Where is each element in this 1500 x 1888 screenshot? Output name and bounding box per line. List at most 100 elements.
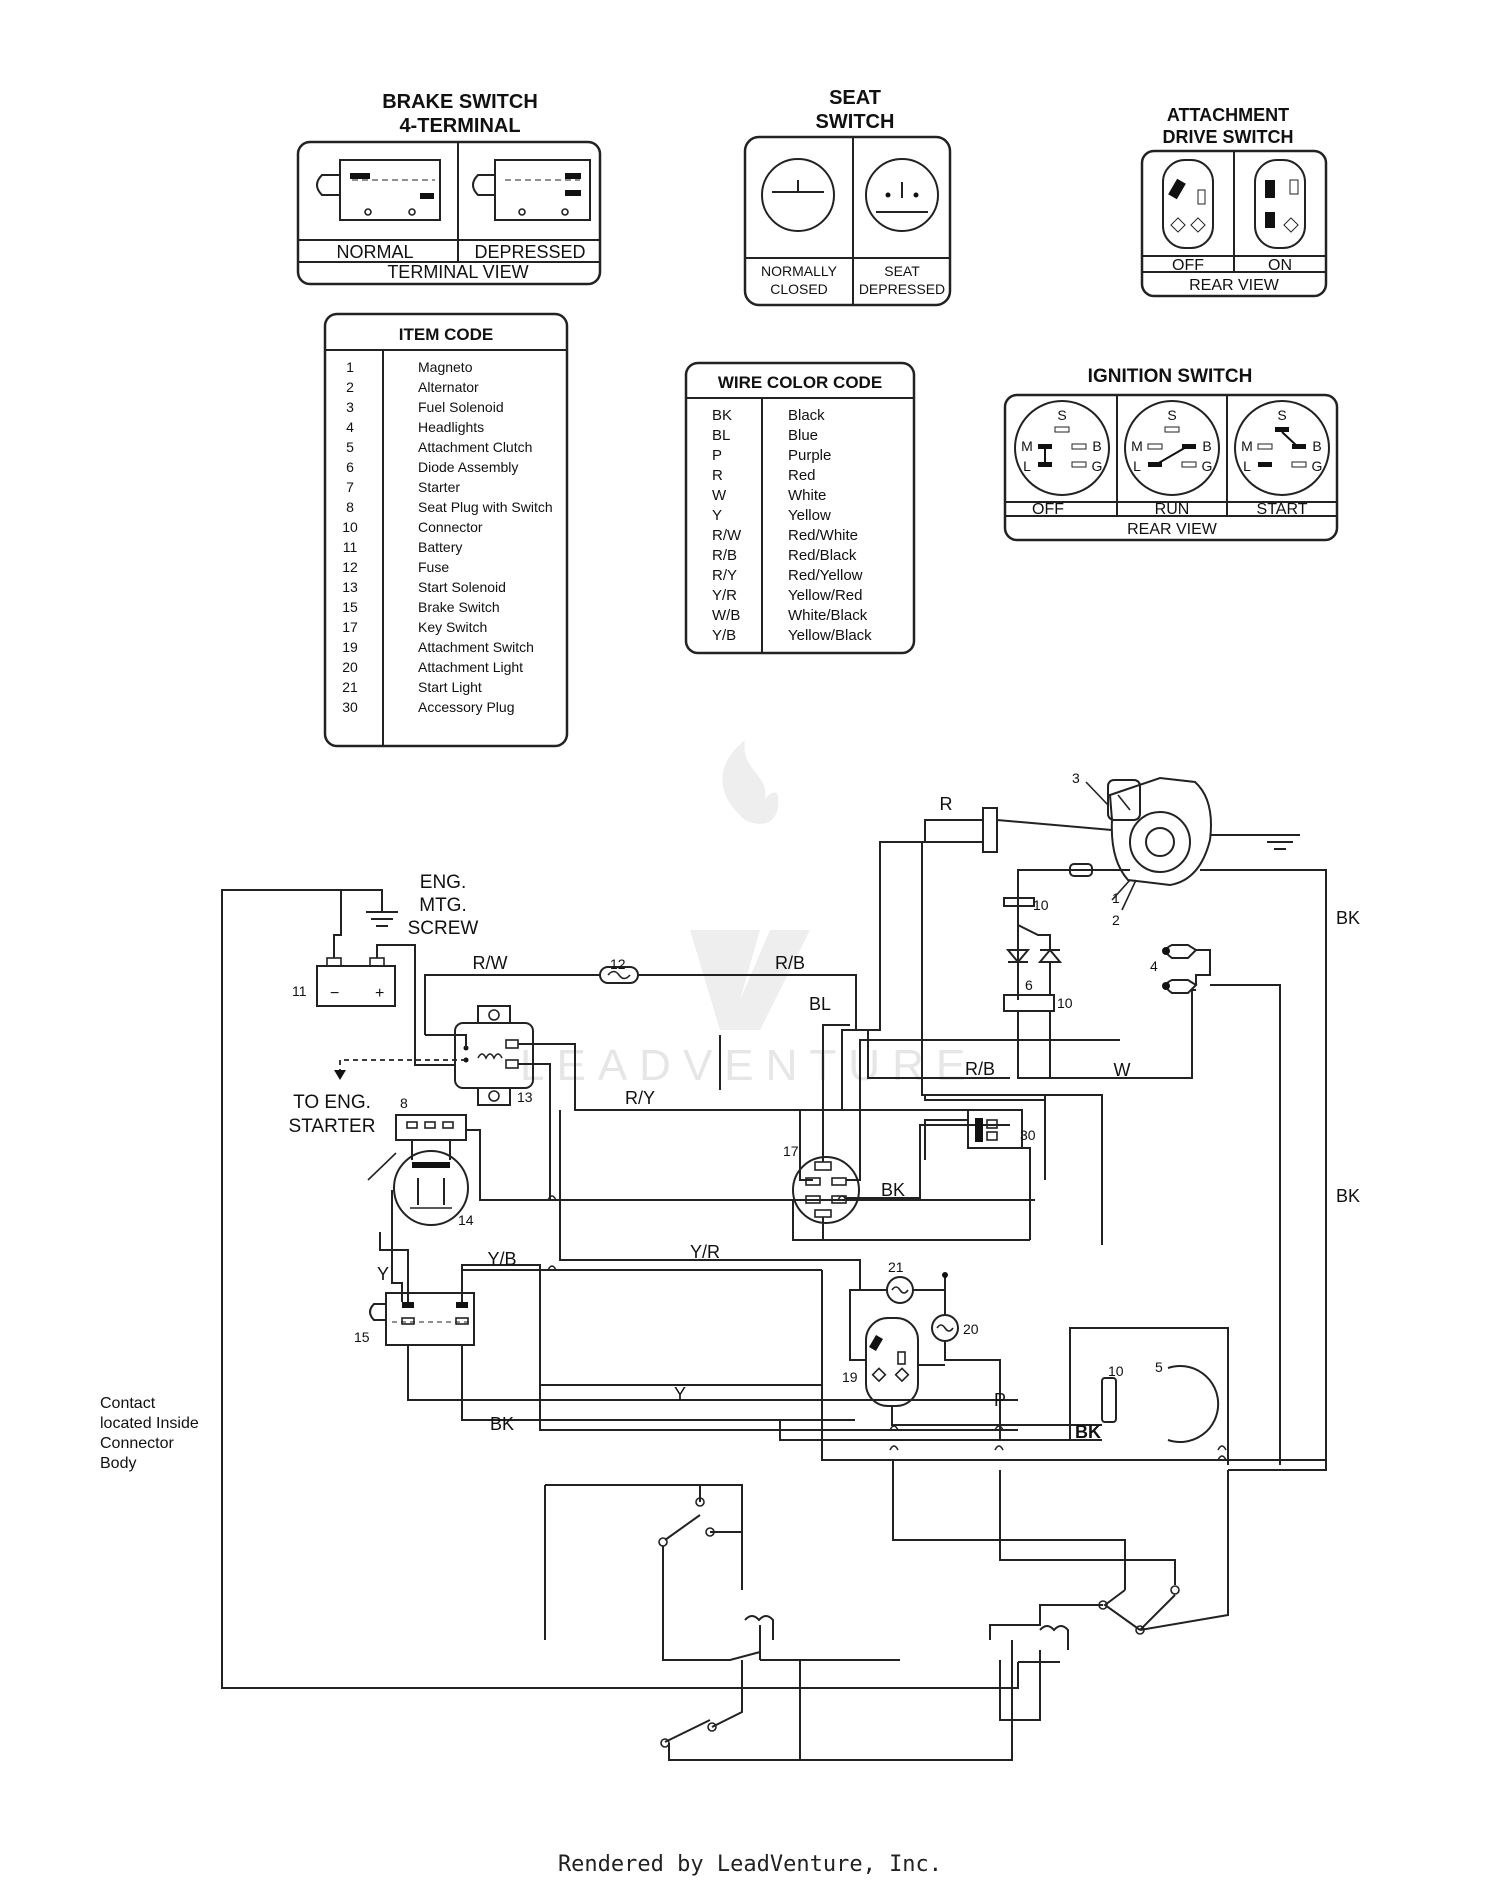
svg-text:L: L: [1243, 458, 1251, 474]
item-code-number: 30: [342, 699, 358, 715]
svg-text:M: M: [1241, 438, 1253, 454]
item-code-name: Magneto: [418, 359, 473, 375]
item-code-name: Start Solenoid: [418, 579, 506, 595]
footer-credit: Rendered by LeadVenture, Inc.: [557, 1852, 943, 1877]
seat-switch-title: SEAT: [829, 87, 881, 109]
item-code-name: Brake Switch: [418, 599, 500, 615]
item-code-number: 11: [343, 539, 358, 555]
item-code-name: Attachment Switch: [418, 639, 534, 655]
brake-switch: [369, 1292, 475, 1346]
attachment-drive-switch-panel: ATTACHMENT DRIVE SWITCH OFF ON REAR VIEW: [1140, 105, 1328, 298]
start-solenoid: [454, 1005, 534, 1106]
wire-color-abbrev: R: [712, 467, 723, 484]
start-light: [886, 1276, 914, 1304]
item-code-number: 19: [342, 639, 358, 655]
wire-color-name: Red/Black: [788, 547, 857, 564]
engine-ground-symbol: [1260, 834, 1300, 850]
wire-color-name: Yellow: [788, 507, 831, 524]
attach-state-off: OFF: [1172, 257, 1204, 274]
item-code-number: 3: [346, 399, 354, 415]
contact-note-1: Contact: [100, 1395, 156, 1412]
item-code-number: 17: [342, 619, 358, 635]
wire-color-name: Black: [788, 407, 825, 424]
brake-switch-subtitle: 4-TERMINAL: [399, 115, 520, 137]
wire-label-bk-bottom: BK: [490, 1414, 514, 1434]
callout-3: 3: [1072, 770, 1080, 786]
item-code-number: 13: [342, 579, 358, 595]
item-code-number: 5: [346, 439, 354, 455]
callout-6: 6: [1025, 977, 1033, 993]
attach-state-on: ON: [1268, 257, 1292, 274]
wire-color-name: Yellow/Red: [788, 587, 863, 604]
item-code-number: 1: [346, 359, 354, 375]
item-code-number: 8: [346, 499, 354, 515]
item-code-number: 12: [342, 559, 358, 575]
wire-color-abbrev: Y: [712, 507, 722, 524]
item-code-name: Accessory Plug: [418, 699, 514, 715]
wire-color-abbrev: W: [712, 487, 727, 504]
wire-label-y-left: Y: [377, 1264, 389, 1284]
item-code-number: 10: [342, 519, 358, 535]
ignition-start-face: S M B L G: [1234, 400, 1330, 496]
svg-text:+: +: [375, 985, 384, 1002]
brake-switch-title: BRAKE SWITCH: [382, 91, 538, 113]
key-switch: [792, 1156, 860, 1224]
wire-label-y-mid: Y: [674, 1384, 686, 1404]
ignition-off-face: S M B L G: [1014, 400, 1110, 496]
svg-text:B: B: [1092, 438, 1101, 454]
item-code-name: Battery: [418, 539, 462, 555]
wire-color-abbrev: P: [712, 447, 722, 464]
brake-view-label: TERMINAL VIEW: [387, 262, 528, 282]
callout-21: 21: [888, 1259, 904, 1275]
wire-label-rw: R/W: [473, 953, 508, 973]
svg-text:S: S: [1277, 407, 1286, 423]
accessory-plug: [967, 1109, 1023, 1149]
ignition-view-label: REAR VIEW: [1127, 521, 1218, 538]
ignition-state-start: START: [1257, 501, 1308, 518]
wire-color-abbrev: Y/R: [712, 587, 737, 604]
ground-symbol: [366, 911, 398, 927]
item-code-number: 20: [342, 659, 358, 675]
wire-label-r: R: [940, 794, 953, 814]
item-code-name: Fuse: [418, 559, 449, 575]
svg-text:M: M: [1021, 438, 1033, 454]
wire-label-bk-key: BK: [881, 1180, 905, 1200]
ground-label-2: MTG.: [419, 895, 467, 916]
item-code-number: 4: [346, 419, 354, 435]
attach-switch-subtitle: DRIVE SWITCH: [1162, 127, 1293, 147]
seat-state2-line1: SEAT: [884, 263, 920, 279]
starter-label-2: STARTER: [289, 1116, 376, 1137]
attachment-light: [931, 1314, 959, 1342]
attachment-clutch: [1069, 1327, 1229, 1465]
seat-state1-line1: NORMALLY: [761, 263, 838, 279]
svg-text:B: B: [1202, 438, 1211, 454]
seat-switch-panel: SEAT SWITCH NORMALLY CLOSED SEAT DEPRESS…: [743, 87, 952, 307]
ignition-switch-title: IGNITION SWITCH: [1088, 366, 1253, 387]
wire-color-abbrev: BL: [712, 427, 730, 444]
wire-color-name: White: [788, 487, 826, 504]
schematic: ENG. MTG. SCREW − + R/W R/B: [100, 770, 1360, 1761]
attach-view-label: REAR VIEW: [1189, 277, 1280, 294]
item-code-number: 2: [346, 379, 354, 395]
wire-color-name: White/Black: [788, 607, 868, 624]
brake-state-depressed: DEPRESSED: [474, 242, 585, 262]
svg-text:B: B: [1312, 438, 1321, 454]
svg-text:G: G: [1312, 458, 1323, 474]
item-code-name: Attachment Clutch: [418, 439, 532, 455]
wire-label-ry: R/Y: [625, 1088, 655, 1108]
alternator-inline-fuse: [1069, 863, 1093, 877]
wire-color-name: Purple: [788, 447, 831, 464]
item-code-name: Connector: [418, 519, 483, 535]
wire-label-bk-right1: BK: [1336, 908, 1360, 928]
wire-label-yb: Y/B: [487, 1249, 516, 1269]
wire-color-abbrev: R/B: [712, 547, 737, 564]
ignition-state-off: OFF: [1032, 501, 1064, 518]
svg-text:L: L: [1023, 458, 1031, 474]
contact-note-2: located Inside: [100, 1415, 199, 1432]
item-code-name: Attachment Light: [418, 659, 523, 675]
svg-text:G: G: [1202, 458, 1213, 474]
wire-label-yr: Y/R: [690, 1242, 720, 1262]
callout-14: 14: [458, 1212, 474, 1228]
item-code-name: Diode Assembly: [418, 459, 518, 475]
